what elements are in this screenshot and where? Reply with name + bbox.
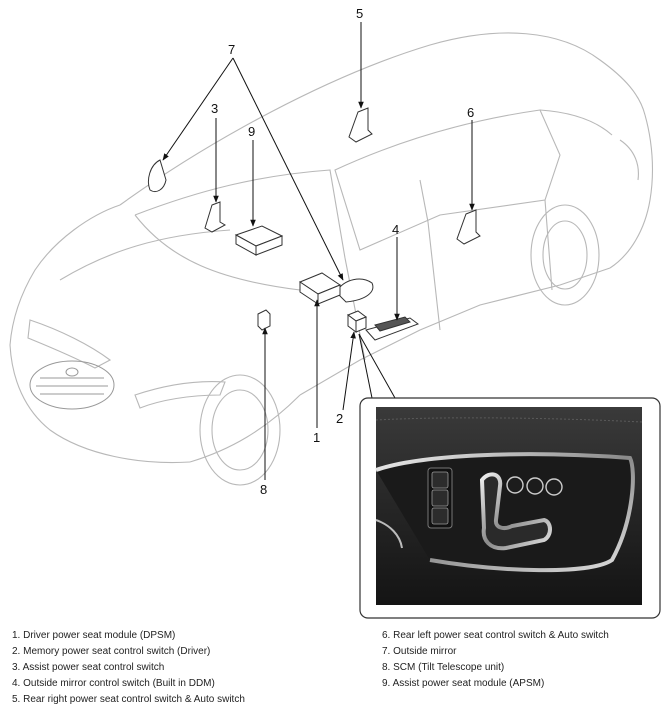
car-body-outline xyxy=(9,32,653,486)
memory-buttons-photo xyxy=(427,467,453,529)
legend-item-2: 2. Memory power seat control switch (Dri… xyxy=(12,646,211,657)
mirror-switch-shape xyxy=(365,316,420,341)
callout-8: 8 xyxy=(260,482,267,497)
legend-item-4: 4. Outside mirror control switch (Built … xyxy=(12,678,215,689)
assist-seat-switch-shape xyxy=(204,201,227,233)
door-panel-detail-inset xyxy=(359,397,661,619)
legend-left-column: 1. Driver power seat module (DPSM) 2. Me… xyxy=(12,628,372,708)
right-mirror-shape xyxy=(335,278,374,303)
callout-3: 3 xyxy=(211,101,218,116)
apsm-module-shape xyxy=(234,225,284,256)
callout-numbers: 1 2 3 4 5 6 7 8 9 xyxy=(211,6,474,497)
leader-lines xyxy=(162,22,475,480)
memory-switch-shape xyxy=(346,310,368,333)
round-buttons-photo xyxy=(506,476,563,496)
left-mirror-shape xyxy=(147,159,167,193)
callout-9: 9 xyxy=(248,124,255,139)
callout-5: 5 xyxy=(356,6,363,21)
rear-right-switch-shape xyxy=(348,107,373,143)
callout-7: 7 xyxy=(228,42,235,57)
legend-item-9: 9. Assist power seat module (APSM) xyxy=(382,678,545,689)
callout-1: 1 xyxy=(313,430,320,445)
car-component-diagram: 1 2 3 4 5 6 7 8 9 xyxy=(9,6,661,619)
legend-right-column: 6. Rear left power seat control switch &… xyxy=(382,628,667,692)
rear-left-switch-shape xyxy=(456,209,481,245)
callout-6: 6 xyxy=(467,105,474,120)
legend-item-1: 1. Driver power seat module (DPSM) xyxy=(12,630,176,641)
legend-item-7: 7. Outside mirror xyxy=(382,646,457,657)
seat-shaped-switch-photo xyxy=(479,472,552,551)
dpsm-module-shape xyxy=(298,272,342,305)
legend-item-5: 5. Rear right power seat control switch … xyxy=(12,694,245,705)
legend-item-8: 8. SCM (Tilt Telescope unit) xyxy=(382,662,505,673)
callout-2: 2 xyxy=(336,411,343,426)
front-grille xyxy=(29,360,115,410)
callout-4: 4 xyxy=(392,222,399,237)
legend-item-6: 6. Rear left power seat control switch &… xyxy=(382,630,609,641)
scm-shape xyxy=(257,309,271,331)
legend-item-3: 3. Assist power seat control switch xyxy=(12,662,165,673)
